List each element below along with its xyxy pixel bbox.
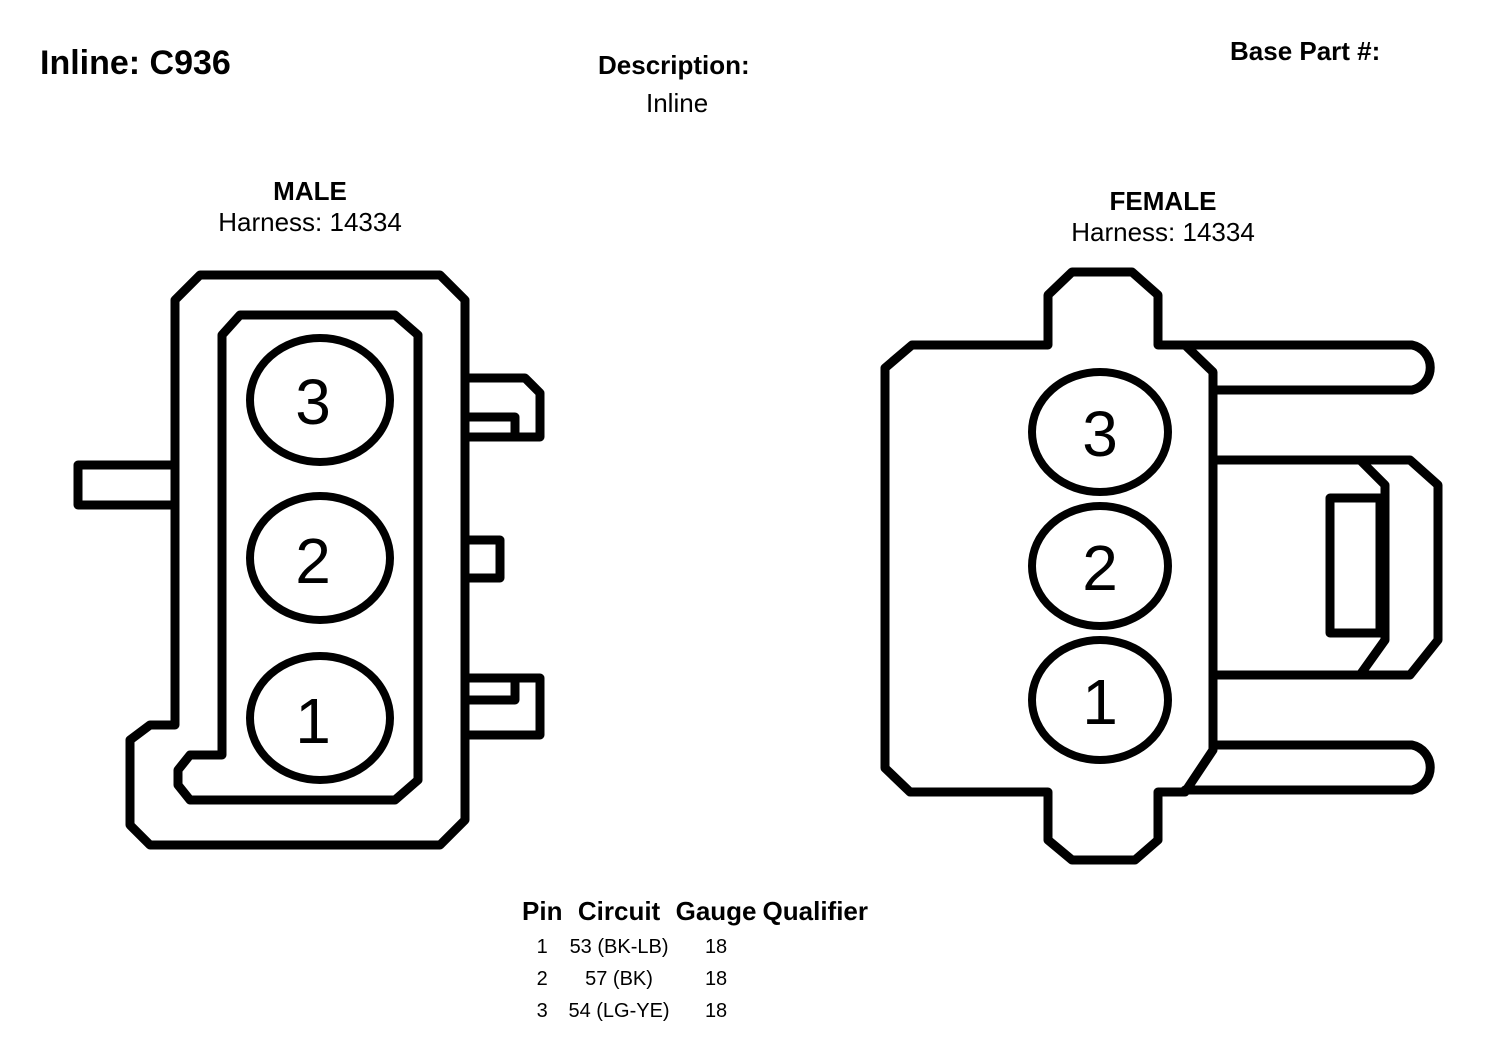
female-top-rail <box>1180 340 1435 395</box>
pin-number: 3 <box>536 999 548 1022</box>
qualifier-value <box>763 963 874 995</box>
gauge-value: 18 <box>704 935 728 958</box>
male-pin-2-label: 2 <box>295 525 331 597</box>
male-label: MALE <box>273 176 347 206</box>
header-gauge: Gauge <box>675 896 757 926</box>
pin-number: 2 <box>536 967 548 990</box>
male-connector-header: MALE Harness: 14334 <box>150 176 470 238</box>
male-pin-1-label: 1 <box>295 685 331 757</box>
gauge-value: 18 <box>704 967 728 990</box>
female-latch-outer <box>1208 455 1443 680</box>
header-circuit: Circuit <box>577 896 661 926</box>
female-pin-1-label: 1 <box>1082 666 1118 738</box>
circuit-value: 53 (BK-LB) <box>569 935 669 958</box>
table-row: 2 57 (BK) 18 <box>522 963 874 995</box>
male-pin-3-label: 3 <box>295 366 331 438</box>
male-connector <box>73 270 545 850</box>
gauge-value: 18 <box>704 999 728 1022</box>
male-inner-cavity <box>173 310 423 805</box>
pin-table: Pin Circuit Gauge Qualifier 1 53 (BK-LB)… <box>522 896 874 1027</box>
male-right-tab-bottom <box>460 673 545 740</box>
female-housing-outline <box>880 267 1218 865</box>
female-pin-3-circle <box>1028 368 1172 496</box>
qualifier-value <box>763 931 874 963</box>
male-right-tab-middle <box>460 535 505 583</box>
male-right-tab-bottom-notch <box>460 673 520 705</box>
female-harness: Harness: 14334 <box>1071 217 1255 247</box>
female-latch-window <box>1325 493 1385 638</box>
female-pin-1-circle <box>1028 636 1172 764</box>
circuit-value: 54 (LG-YE) <box>568 999 670 1022</box>
description-value: Inline <box>646 88 709 118</box>
description-label: Description: <box>598 50 750 80</box>
female-pin-2-label: 2 <box>1082 532 1118 604</box>
pin-number: 1 <box>536 935 548 958</box>
male-housing-outline <box>125 270 470 850</box>
connector-title: Inline: C936 <box>40 44 231 82</box>
qualifier-value <box>763 995 874 1027</box>
female-latch-inner <box>1355 455 1390 680</box>
base-part-label: Base Part #: <box>1230 36 1381 66</box>
male-pin-1-circle <box>246 652 394 784</box>
male-pin-3-circle <box>246 334 394 466</box>
header-pin: Pin <box>522 896 563 926</box>
male-harness: Harness: 14334 <box>218 207 402 237</box>
female-connector <box>880 267 1443 865</box>
female-pin-2-circle <box>1028 502 1172 630</box>
female-pin-3-label: 3 <box>1082 398 1118 470</box>
female-label: FEMALE <box>1109 186 1217 216</box>
female-connector-header: FEMALE Harness: 14334 <box>1003 186 1323 248</box>
male-right-tab-top <box>460 373 545 442</box>
male-right-tab-top-notch <box>460 412 520 442</box>
table-row: 3 54 (LG-YE) 18 <box>522 995 874 1027</box>
male-pin-2-circle <box>246 492 394 624</box>
female-bottom-rail <box>1180 740 1435 795</box>
table-row: 1 53 (BK-LB) 18 <box>522 931 874 963</box>
pin-table-header: Pin Circuit Gauge Qualifier <box>522 896 874 931</box>
male-left-key <box>73 460 180 510</box>
circuit-value: 57 (BK) <box>585 967 653 990</box>
header-qualifier: Qualifier <box>762 896 869 926</box>
